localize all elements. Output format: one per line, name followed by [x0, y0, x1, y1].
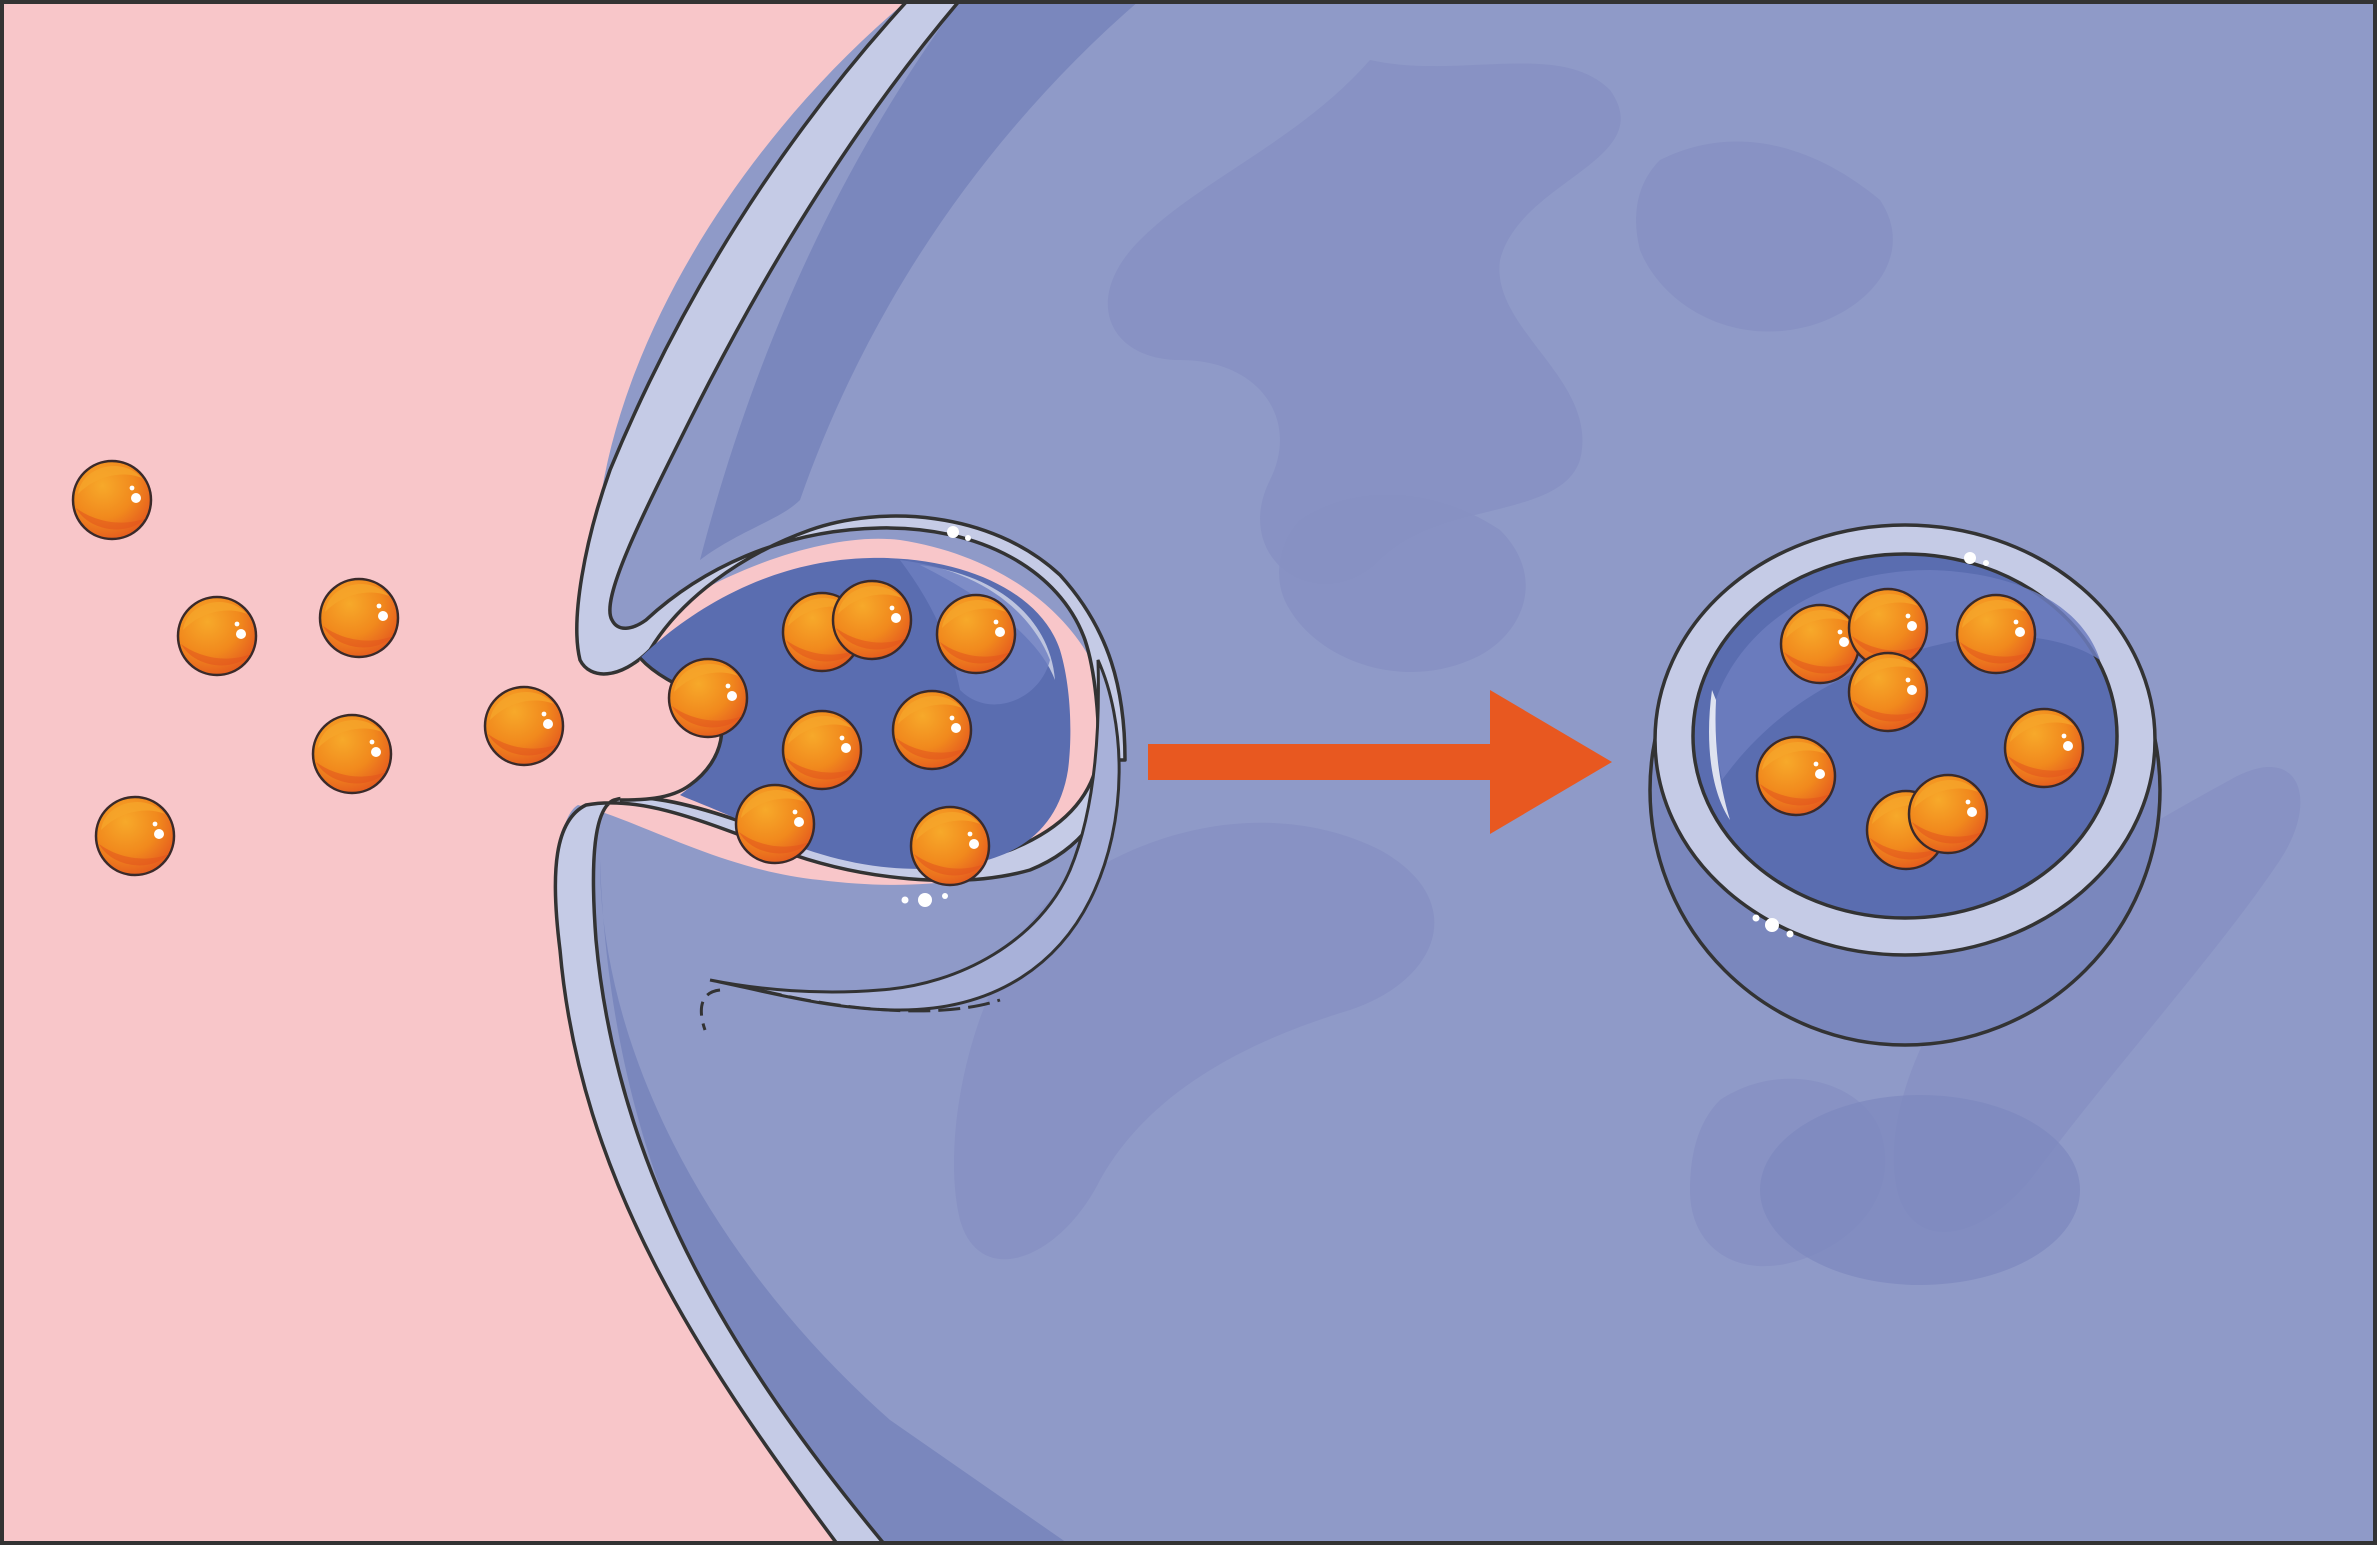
particle — [1847, 651, 1929, 733]
organelle-shadow — [1760, 1095, 2080, 1285]
membrane-sparkle — [965, 535, 971, 541]
vesicle-rim-highlight — [1709, 690, 1730, 820]
particle — [667, 657, 749, 739]
particle — [318, 577, 400, 659]
membrane-sparkle — [1752, 914, 1760, 922]
pocket-highlight — [920, 565, 1055, 680]
particle — [909, 805, 991, 887]
organelle-shape — [1636, 141, 1893, 332]
particle — [831, 579, 913, 661]
membrane-sparkle — [918, 893, 932, 907]
particle — [1755, 735, 1837, 817]
particle — [891, 689, 973, 771]
particle — [1907, 773, 1989, 855]
membrane-sparkle — [901, 896, 909, 904]
cytoplasm-edge-shade — [700, 0, 1140, 560]
particle — [781, 709, 863, 791]
membrane-sparkle — [947, 526, 959, 538]
membrane-sparkle — [1983, 560, 1989, 566]
particle — [1955, 593, 2037, 675]
dashed-membrane-edge — [699, 988, 721, 1031]
organelle-shape — [954, 822, 1435, 1260]
membrane-sparkle — [942, 893, 948, 899]
particle — [1779, 603, 1861, 685]
particle — [176, 595, 258, 677]
particle — [71, 459, 153, 541]
particle — [935, 593, 1017, 675]
cytoplasm-lower-shade — [600, 860, 1070, 1545]
particle — [483, 685, 565, 767]
membrane-sparkle — [1786, 930, 1794, 938]
particle — [2003, 707, 2085, 789]
right-arrow-icon — [1148, 690, 1612, 834]
organelle-shape — [1107, 60, 1621, 585]
dashed-membrane-edge — [759, 988, 1001, 1013]
particle — [734, 783, 816, 865]
membrane-sparkle — [1765, 918, 1779, 932]
organelle-shape — [1279, 494, 1526, 672]
cell-membrane-upper — [575, 0, 1127, 762]
particle — [94, 795, 176, 877]
pocket-fold-shade — [709, 659, 1121, 1012]
membrane-sparkle — [1964, 552, 1976, 564]
particle — [311, 713, 393, 795]
